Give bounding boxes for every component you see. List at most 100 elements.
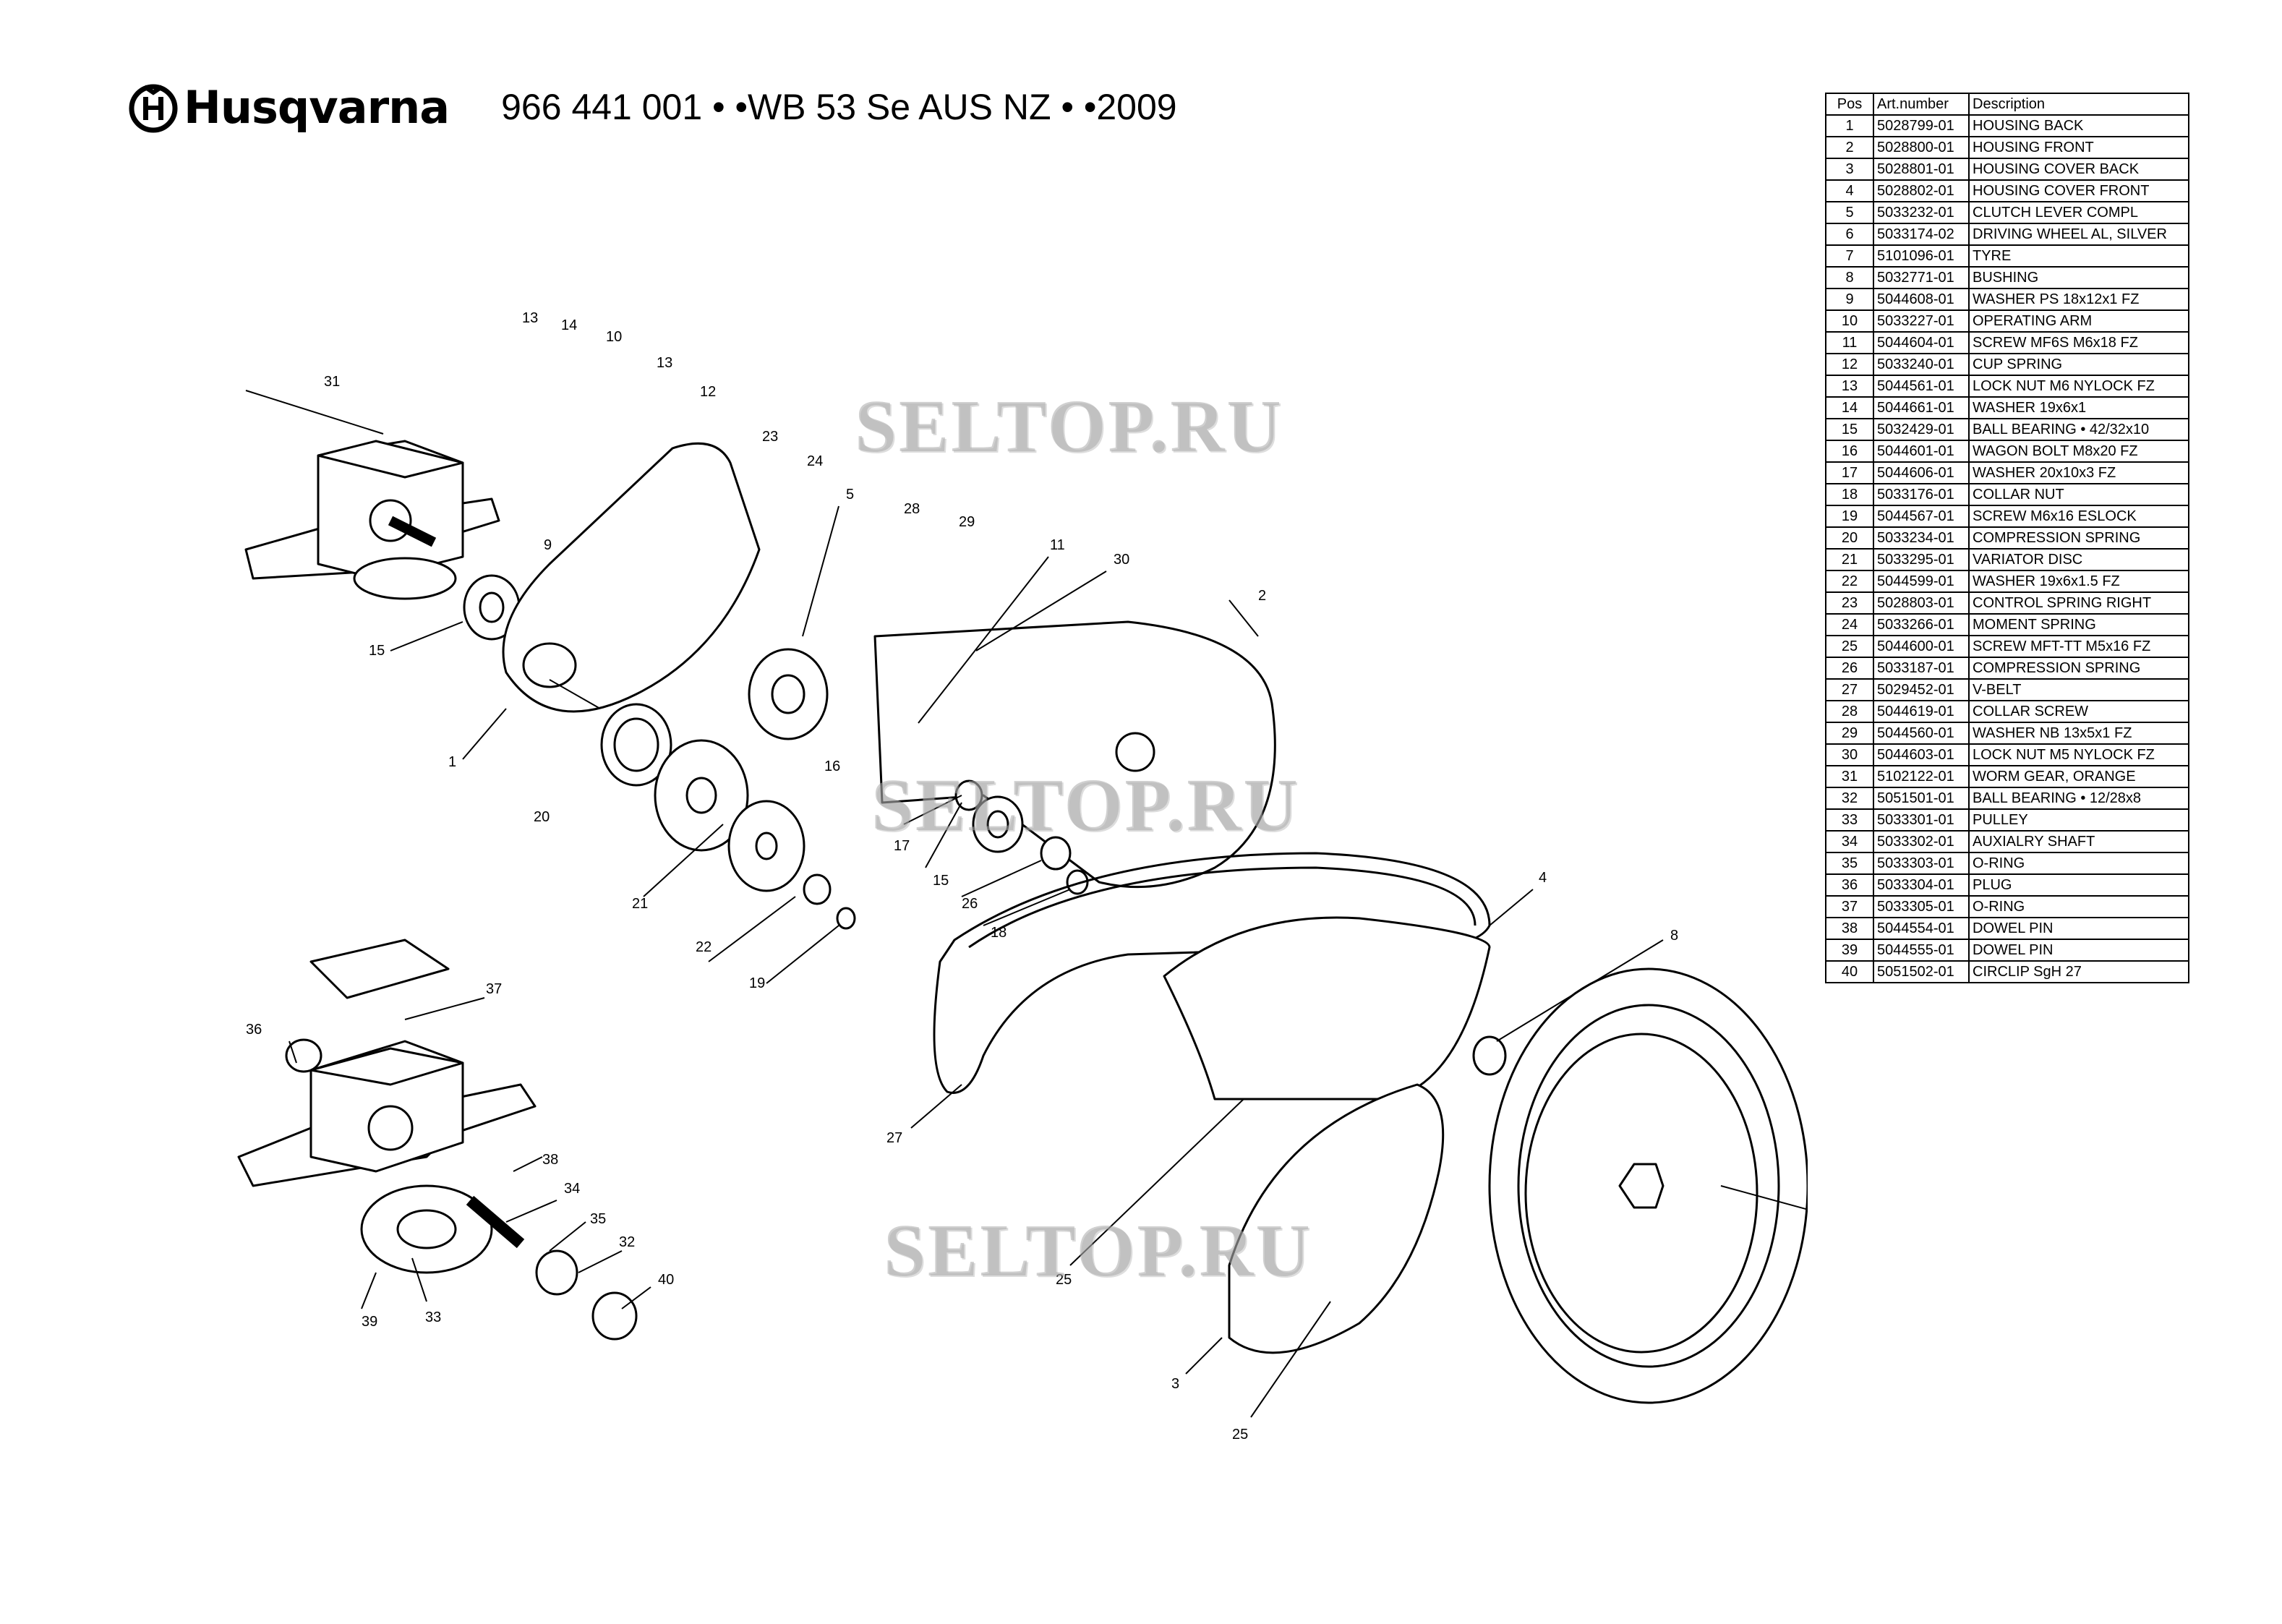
- cell-pos: 8: [1825, 266, 1874, 289]
- callout-28: 28: [904, 501, 920, 517]
- brand: Husqvarna: [127, 80, 450, 134]
- cell-pos: 13: [1825, 375, 1874, 398]
- callout-19: 19: [749, 975, 765, 991]
- cell-pos: 4: [1825, 179, 1874, 202]
- cell-pos: 22: [1825, 570, 1874, 593]
- cell-pos: 23: [1825, 591, 1874, 615]
- brand-name: Husqvarna: [184, 80, 450, 134]
- callout-8: 8: [1670, 928, 1678, 944]
- cell-pos: 18: [1825, 483, 1874, 506]
- callout-26: 26: [962, 896, 978, 912]
- cell-pos: 31: [1825, 765, 1874, 788]
- auxiliary-gear-assembly: [237, 939, 638, 1341]
- cell-pos: 38: [1825, 917, 1874, 940]
- cell-pos: 1: [1825, 114, 1874, 137]
- callout-32: 32: [619, 1234, 635, 1250]
- callout-2: 2: [1258, 588, 1266, 604]
- cell-pos: 2: [1825, 136, 1874, 159]
- cell-description: CUP SPRING: [1968, 353, 2189, 376]
- cell-art-number: 5033187-01: [1873, 657, 1970, 680]
- table-header-row: Pos Art.number Description: [1825, 93, 2189, 116]
- cell-pos: 9: [1825, 288, 1874, 311]
- cell-art-number: 5051502-01: [1873, 960, 1970, 983]
- cell-description: WORM GEAR, ORANGE: [1968, 765, 2189, 788]
- cell-art-number: 5033227-01: [1873, 309, 1970, 333]
- cell-description: O-RING: [1968, 852, 2189, 875]
- callout-40: 40: [658, 1272, 674, 1288]
- cell-pos: 17: [1825, 461, 1874, 484]
- cell-pos: 25: [1825, 635, 1874, 658]
- cell-description: PLUG: [1968, 873, 2189, 897]
- callout-25b: 25: [1232, 1427, 1248, 1443]
- callout-39: 39: [362, 1314, 377, 1330]
- cell-pos: 21: [1825, 548, 1874, 571]
- cell-pos: 36: [1825, 873, 1874, 897]
- cell-pos: 27: [1825, 678, 1874, 701]
- cell-description: WASHER 20x10x3 FZ: [1968, 461, 2189, 484]
- cell-pos: 39: [1825, 939, 1874, 962]
- callout-36: 36: [246, 1022, 262, 1038]
- cell-description: DOWEL PIN: [1968, 917, 2189, 940]
- model-title: 966 441 001 • •WB 53 Se AUS NZ • •2009: [501, 87, 1177, 127]
- cell-art-number: 5044608-01: [1873, 288, 1970, 311]
- housing-cover-back-shape: [1228, 1083, 1445, 1354]
- cell-art-number: 5028801-01: [1873, 158, 1970, 181]
- cell-description: LOCK NUT M6 NYLOCK FZ: [1968, 375, 2189, 398]
- exploded-parts-diagram: 1 2 3 4 5 6 7 8 9 10 11 12 13 13 14 15 1…: [237, 310, 1808, 1443]
- cell-description: V-BELT: [1968, 678, 2189, 701]
- cell-pos: 33: [1825, 808, 1874, 832]
- cell-art-number: 5033176-01: [1873, 483, 1970, 506]
- cell-pos: 7: [1825, 244, 1874, 268]
- cell-pos: 15: [1825, 418, 1874, 441]
- cell-description: WASHER NB 13x5x1 FZ: [1968, 722, 2189, 745]
- cell-art-number: 5033232-01: [1873, 201, 1970, 224]
- cell-description: MOMENT SPRING: [1968, 613, 2189, 636]
- callout-27: 27: [886, 1130, 902, 1146]
- cell-art-number: 5044561-01: [1873, 375, 1970, 398]
- cell-description: WAGON BOLT M8x20 FZ: [1968, 440, 2189, 463]
- callout-18: 18: [991, 925, 1007, 941]
- cell-description: DRIVING WHEEL AL, SILVER: [1968, 223, 2189, 246]
- callout-13b: 13: [657, 355, 672, 371]
- callout-15a: 15: [369, 643, 385, 659]
- callout-14: 14: [561, 317, 577, 333]
- watermark: SELTOP.RU: [855, 385, 1283, 468]
- cell-art-number: 5102122-01: [1873, 765, 1970, 788]
- cell-description: DOWEL PIN: [1968, 939, 2189, 962]
- cell-description: O-RING: [1968, 895, 2189, 918]
- cell-description: WASHER PS 18x12x1 FZ: [1968, 288, 2189, 311]
- callout-31: 31: [324, 374, 340, 390]
- col-header-description: Description: [1968, 93, 2189, 116]
- cell-description: HOUSING BACK: [1968, 114, 2189, 137]
- cell-description: SCREW MFT-TT M5x16 FZ: [1968, 635, 2189, 658]
- cell-art-number: 5033301-01: [1873, 808, 1970, 832]
- cell-pos: 16: [1825, 440, 1874, 463]
- cell-description: LOCK NUT M5 NYLOCK FZ: [1968, 743, 2189, 766]
- cell-description: COMPRESSION SPRING: [1968, 526, 2189, 550]
- cell-art-number: 5033234-01: [1873, 526, 1970, 550]
- callout-numbers: 1 2 3 4 5 6 7 8 9 10 11 12 13 13 14 15 1…: [246, 310, 1678, 1443]
- cell-art-number: 5044555-01: [1873, 939, 1970, 962]
- cell-art-number: 5044606-01: [1873, 461, 1970, 484]
